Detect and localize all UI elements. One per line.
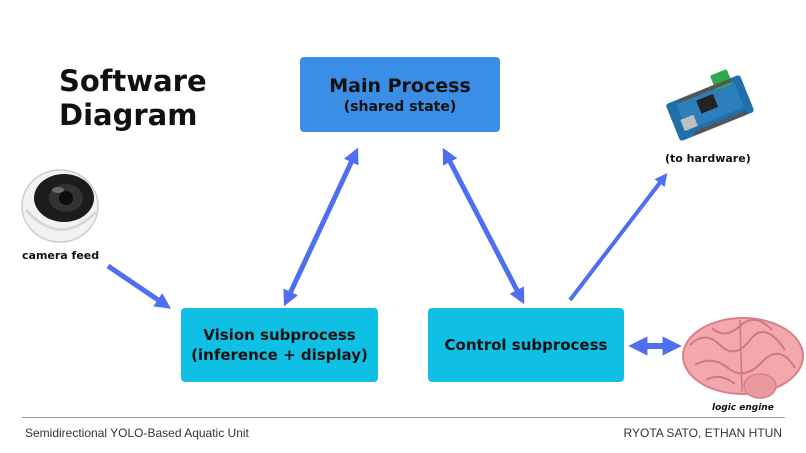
edge-control-to-hardware <box>568 172 668 302</box>
edge-vision-main <box>283 147 359 307</box>
vision-subprocess-title: Vision subprocess <box>203 326 356 344</box>
title-line-1: Software <box>59 64 207 98</box>
vision-subprocess-subtitle: (inference + display) <box>191 346 368 364</box>
main-process-box: Main Process (shared state) <box>300 57 500 132</box>
footer-project-title: Semidirectional YOLO-Based Aquatic Unit <box>25 426 249 440</box>
title-line-2: Diagram <box>59 98 198 132</box>
main-process-subtitle: (shared state) <box>343 98 457 115</box>
edge-main-control <box>442 147 525 305</box>
vision-subprocess-box: Vision subprocess (inference + display) <box>181 308 378 382</box>
camera-icon <box>21 169 99 243</box>
hardware-label: (to hardware) <box>665 152 751 165</box>
footer-authors: RYOTA SATO, ETHAN HTUN <box>623 426 782 440</box>
control-subprocess-title: Control subprocess <box>444 336 608 354</box>
footer-divider <box>22 417 785 418</box>
control-subprocess-box: Control subprocess <box>428 308 624 382</box>
brain-icon <box>682 317 804 399</box>
microcontroller-board-icon <box>666 69 754 141</box>
edge-camera-to-vision <box>106 263 171 309</box>
logic-engine-label: logic engine <box>712 403 774 413</box>
camera-feed-label: camera feed <box>22 249 100 262</box>
main-process-title: Main Process <box>329 74 471 97</box>
diagram-title: Software Diagram <box>59 64 207 132</box>
